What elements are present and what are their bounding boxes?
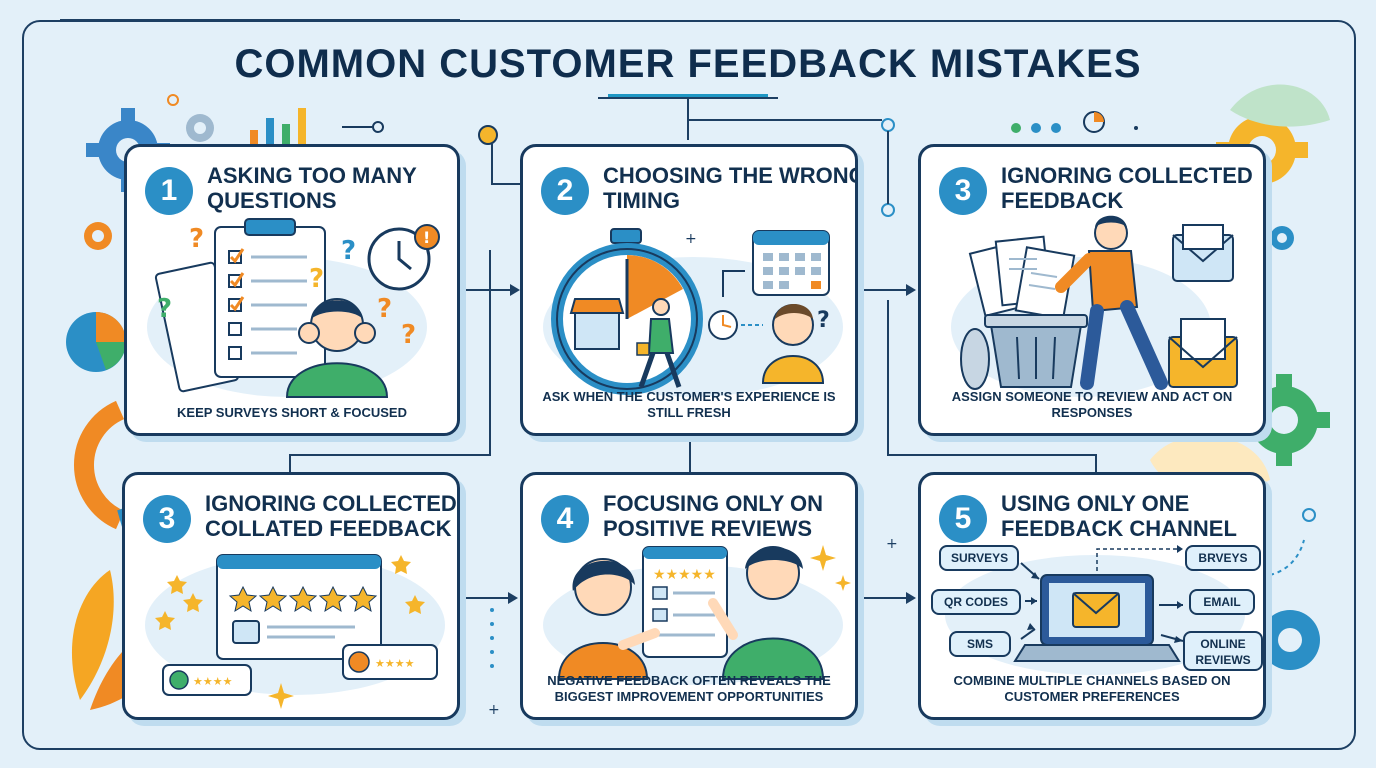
svg-text:★★★★★: ★★★★★ <box>653 567 716 583</box>
overwhelmed-person-icon: ! ? ? ? ? ? ? <box>147 218 440 398</box>
svg-text:?: ? <box>309 264 324 294</box>
card-focusing-positive-reviews: ★★★★★ 4 FOCUSING ONLY ON POSITIVE REVIEW… <box>520 472 858 720</box>
pie-chart-icon <box>66 312 126 372</box>
card-title: IGNORING COLLECTED FEEDBACK <box>1001 163 1253 213</box>
outer-frame <box>22 20 1356 750</box>
card-caption: COMBINE MULTIPLE CHANNELS BASED ON CUSTO… <box>953 673 1231 704</box>
channel-chip-qr-codes: QR CODES <box>931 589 1021 615</box>
step-number-badge: 5 <box>939 495 987 543</box>
channel-chip-brveys: BRVEYS <box>1185 545 1261 571</box>
stopwatch-calendar-icon: ? + <box>543 228 843 397</box>
card-choosing-wrong-timing: ? + 2 CHOOSING THE WRONG TIMING ASK WHEN… <box>520 144 858 436</box>
svg-text:+: + <box>685 231 697 247</box>
card-one-feedback-channel: 5 USING ONLY ONE FEEDBACK CHANNEL SURVEY… <box>918 472 1266 720</box>
star-rating-icon <box>228 585 378 613</box>
channel-chip-surveys: SURVEYS <box>939 545 1019 571</box>
gear-icon <box>84 222 112 250</box>
step-number-badge: 1 <box>145 167 193 215</box>
card-caption: KEEP SURVEYS SHORT & FOCUSED <box>177 405 407 420</box>
gear-icon <box>186 114 214 142</box>
card-caption: ASSIGN SOMEONE TO REVIEW AND ACT ON RESP… <box>951 389 1233 420</box>
card-caption: ASK WHEN THE CUSTOMER'S EXPERIENCE IS ST… <box>542 389 836 420</box>
svg-text:?: ? <box>189 224 204 254</box>
step-number-badge: 2 <box>541 167 589 215</box>
channel-chip-online-reviews: ONLINE REVIEWS <box>1183 631 1263 671</box>
channel-chip-email: EMAIL <box>1189 589 1255 615</box>
laptop-channels-icon <box>945 545 1245 675</box>
person-trashing-papers-icon <box>951 215 1238 397</box>
card-ignoring-collected-feedback: 3 IGNORING COLLECTED FEEDBACK ASSIGN SOM… <box>918 144 1266 436</box>
svg-text:★★★★: ★★★★ <box>375 657 415 670</box>
card-caption: NEGATIVE FEEDBACK OFTEN REVEALS THE BIGG… <box>547 673 831 704</box>
card-title: CHOOSING THE WRONG TIMING <box>603 163 858 213</box>
svg-text:★★★★: ★★★★ <box>193 675 233 688</box>
svg-text:!: ! <box>423 228 430 247</box>
card-ignoring-collated-feedback: ★★★★ ★★★★ 3 IGNORING COLLECTED COLLATED … <box>122 472 460 720</box>
svg-text:?: ? <box>401 320 416 350</box>
card-title: IGNORING COLLECTED COLLATED FEEDBACK <box>205 491 457 541</box>
envelope-icon <box>1072 592 1120 628</box>
page-title: COMMON CUSTOMER FEEDBACK MISTAKES <box>234 42 1142 86</box>
channel-chip-sms: SMS <box>949 631 1011 657</box>
card-title: USING ONLY ONE FEEDBACK CHANNEL <box>1001 491 1237 541</box>
card-asking-too-many-questions: ! ? ? ? ? ? ? 1 ASKING TOO MANY QUESTION… <box>124 144 460 436</box>
card-title: FOCUSING ONLY ON POSITIVE REVIEWS <box>603 491 824 541</box>
svg-text:?: ? <box>157 294 172 324</box>
bar-chart-icon <box>250 108 306 144</box>
step-number-badge: 3 <box>939 167 987 215</box>
gear-icon <box>1270 226 1294 250</box>
star-rating-window-icon: ★★★★ ★★★★ <box>145 554 445 709</box>
svg-text:+: + <box>886 536 898 552</box>
card-title: ASKING TOO MANY QUESTIONS <box>207 163 417 213</box>
step-number-badge: 3 <box>143 495 191 543</box>
svg-text:?: ? <box>817 308 830 333</box>
gear-icon <box>1260 610 1320 670</box>
step-number-badge: 4 <box>541 495 589 543</box>
svg-text:?: ? <box>341 236 356 266</box>
svg-text:?: ? <box>377 294 392 324</box>
svg-text:+: + <box>488 702 500 718</box>
title-underline <box>608 94 768 97</box>
people-pointing-at-reviews-icon: ★★★★★ <box>543 545 851 685</box>
pie-chart-icon <box>1083 111 1105 133</box>
